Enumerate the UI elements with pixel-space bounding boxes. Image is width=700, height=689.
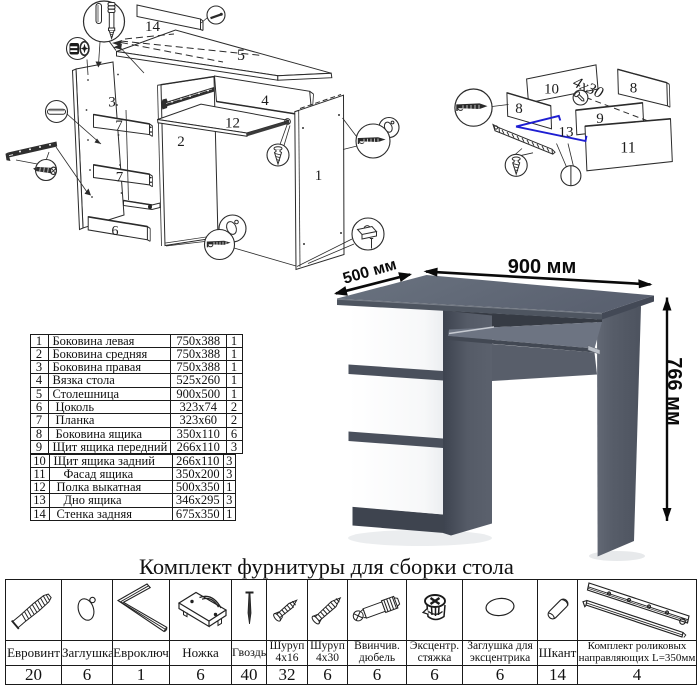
svg-text:8: 8: [630, 81, 638, 97]
svg-text:11: 11: [620, 140, 635, 157]
svg-text:3: 3: [108, 95, 116, 111]
svg-text:7: 7: [116, 170, 124, 186]
svg-text:4: 4: [261, 93, 269, 109]
svg-text:9: 9: [596, 111, 604, 127]
svg-text:1: 1: [315, 168, 323, 184]
svg-text:6: 6: [112, 224, 119, 239]
svg-text:13: 13: [559, 125, 574, 141]
svg-text:7: 7: [115, 118, 123, 134]
svg-text:5: 5: [237, 47, 245, 64]
svg-text:14: 14: [145, 19, 161, 35]
svg-text:766 мм: 766 мм: [663, 357, 685, 426]
svg-text:2: 2: [177, 134, 185, 150]
svg-text:10: 10: [544, 82, 559, 98]
svg-text:900 мм: 900 мм: [508, 256, 577, 278]
svg-text:12: 12: [225, 116, 240, 132]
svg-text:8: 8: [515, 101, 523, 117]
svg-text:500 мм: 500 мм: [341, 256, 398, 287]
